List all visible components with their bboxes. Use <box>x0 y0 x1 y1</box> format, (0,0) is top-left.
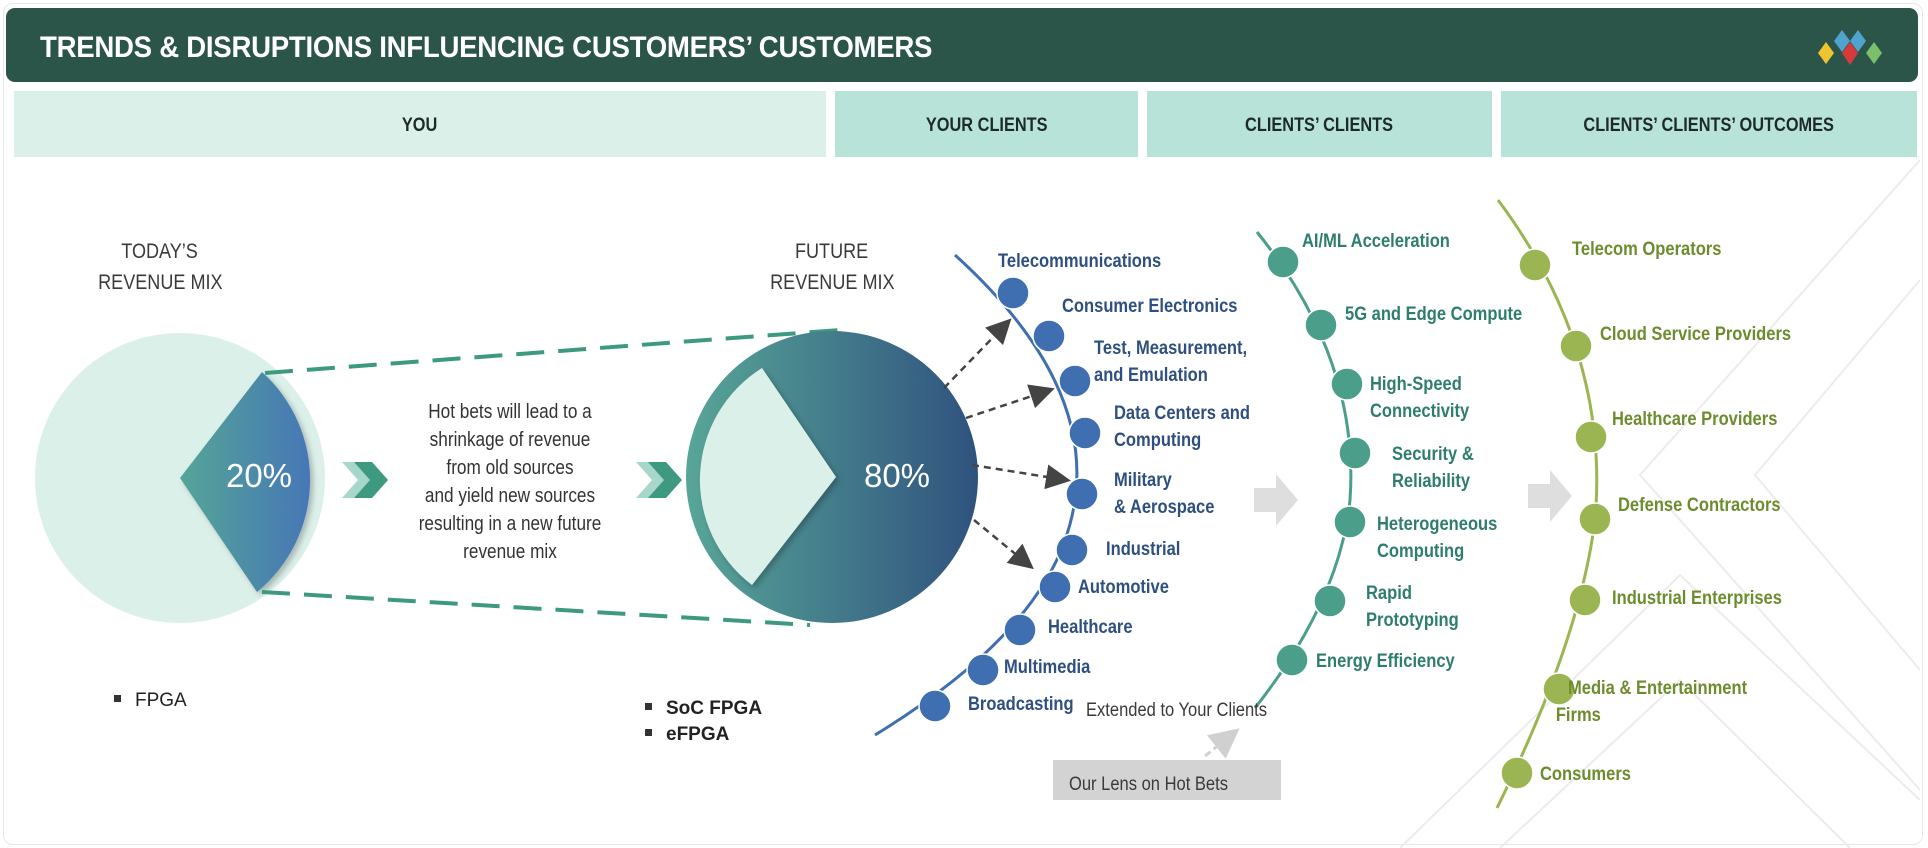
extended-to-clients-label: Extended to Your Clients <box>1086 700 1268 721</box>
your-clients-label: Military& Aerospace <box>1114 470 1215 518</box>
clients-clients-node <box>1333 505 1367 539</box>
outcomes-label: Cloud Service Providers <box>1600 324 1792 345</box>
outcomes-node <box>1518 248 1552 282</box>
your-clients-node <box>996 276 1030 310</box>
your-clients-node <box>1068 416 1102 450</box>
outcomes-node <box>1542 672 1576 706</box>
lens-on-hot-bets-box: Our Lens on Hot Bets <box>1053 760 1281 800</box>
column-header-outcomes: CLIENTS’ CLIENTS’ OUTCOMES <box>1501 91 1917 157</box>
clients-clients-node <box>1304 308 1338 342</box>
clients-clients-label: Security &Reliability <box>1392 444 1474 492</box>
clients-clients-node <box>1338 436 1372 470</box>
diamond-cluster-logo-icon <box>1818 30 1882 65</box>
your-clients-label: Broadcasting <box>968 694 1074 715</box>
your-clients-label: Multimedia <box>1004 657 1091 678</box>
your-clients-label: Automotive <box>1078 577 1169 598</box>
description-line: resulting in a new future <box>418 513 602 535</box>
title-bar: TRENDS & DISRUPTIONS INFLUENCING CUSTOME… <box>6 8 1918 82</box>
future-pie-remaining-slice <box>699 368 836 585</box>
lens-arrow <box>1204 728 1240 759</box>
outcomes-node <box>1568 583 1602 617</box>
clients-clients-node <box>1275 643 1309 677</box>
your-clients-label: Test, Measurement,and Emulation <box>1094 338 1248 386</box>
outcomes-label: Telecom Operators <box>1572 239 1722 260</box>
your-clients-node <box>918 689 952 723</box>
your-clients-node <box>1065 477 1099 511</box>
clients-clients-node <box>1313 584 1347 618</box>
outcomes-label: Industrial Enterprises <box>1612 588 1782 609</box>
future-legend-item: eFPGA <box>645 722 762 748</box>
outcomes-node <box>1574 420 1608 454</box>
clients-clients-label: Energy Efficiency <box>1316 651 1455 672</box>
your-clients-node <box>1038 570 1072 604</box>
description-line: and yield new sources <box>424 485 596 507</box>
outcomes-node <box>1500 756 1534 790</box>
description-line: revenue mix <box>463 541 557 563</box>
today-mix-title: TODAY’S REVENUE MIX <box>97 240 223 294</box>
bullet-icon <box>645 703 652 711</box>
clients-clients-label: AI/ML Acceleration <box>1302 231 1450 252</box>
client-arrows <box>943 318 1071 570</box>
your-clients-node <box>1032 319 1066 353</box>
column-header-your-clients: YOUR CLIENTS <box>835 91 1138 157</box>
your-clients-label: Telecommunications <box>998 251 1162 272</box>
bullet-icon <box>645 729 652 737</box>
your-clients-node <box>1003 613 1037 647</box>
your-clients-label: Consumer Electronics <box>1062 296 1238 317</box>
transition-description: Hot bets will lead to a shrinkage of reve… <box>385 398 635 566</box>
today-percent-label: 20% <box>225 457 293 494</box>
future-mix-title: FUTURE REVENUE MIX <box>769 240 895 294</box>
your-clients-node <box>1055 533 1089 567</box>
double-chevron-icon-right <box>636 462 682 498</box>
your-clients-label: Industrial <box>1106 539 1181 560</box>
column-header-clients-clients: CLIENTS’ CLIENTS <box>1147 91 1492 157</box>
future-legend-item: SoC FPGA <box>645 696 762 722</box>
today-legend-item: FPGA <box>114 688 187 714</box>
bullet-icon <box>114 695 121 703</box>
your-clients-node <box>966 653 1000 687</box>
future-revenue-pie <box>686 331 978 623</box>
clients-clients-node <box>1330 367 1364 401</box>
outcomes-node <box>1578 502 1612 536</box>
clients-clients-curve <box>1253 231 1353 709</box>
outcomes-label: Defense Contractors <box>1618 495 1781 516</box>
your-clients-label: Healthcare <box>1048 617 1133 638</box>
gray-arrow-icon-1 <box>1254 474 1298 526</box>
description-line: Hot bets will lead to a <box>428 401 592 423</box>
description-line: from old sources <box>446 457 574 479</box>
outcomes-label: Healthcare Providers <box>1612 409 1778 430</box>
today-pie-highlight-slice <box>180 372 311 592</box>
description-line: shrinkage of revenue <box>429 429 591 451</box>
gray-arrow-icon-2 <box>1528 470 1572 522</box>
background-chevron-decoration <box>1399 159 1921 848</box>
page-title: TRENDS & DISRUPTIONS INFLUENCING CUSTOME… <box>40 31 933 64</box>
your-clients-node <box>1058 364 1092 398</box>
clients-clients-node <box>1266 245 1300 279</box>
zoom-connector-lines <box>261 328 841 627</box>
today-revenue-pie <box>35 333 325 623</box>
future-legend: SoC FPGA eFPGA <box>645 696 762 748</box>
column-header-you: YOU <box>14 91 826 157</box>
outcomes-node <box>1559 329 1593 363</box>
future-percent-label: 80% <box>863 457 931 494</box>
outcomes-label: Consumers <box>1540 764 1631 785</box>
double-chevron-icon-left <box>342 462 388 498</box>
clients-clients-label: 5G and Edge Compute <box>1345 304 1523 325</box>
